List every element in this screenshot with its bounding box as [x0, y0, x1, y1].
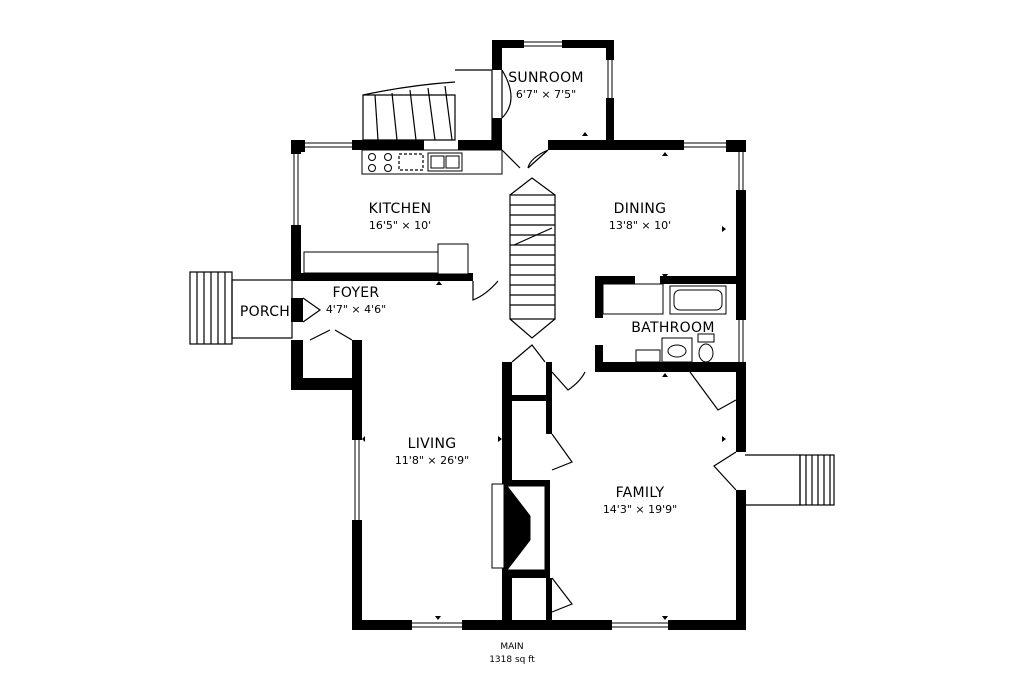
- room-name-dining: DINING: [614, 201, 667, 217]
- room-dims-sunroom: 6'7" × 7'5": [516, 88, 576, 101]
- room-dims-family: 14'3" × 19'9": [603, 503, 677, 516]
- level-area: 1318 sq ft: [489, 655, 535, 665]
- room-name-living: LIVING: [408, 436, 457, 452]
- doors: [302, 69, 737, 613]
- kitchen-counters: [303, 149, 503, 275]
- room-dims-living: 11'8" × 26'9": [395, 454, 469, 467]
- room-name-porch: PORCH: [240, 304, 290, 320]
- room-name-kitchen: KITCHEN: [369, 201, 432, 217]
- room-dims-dining: 13'8" × 10': [609, 219, 671, 232]
- interior-stairs: [509, 177, 556, 339]
- bathroom-fixtures: [602, 283, 727, 363]
- level-name: MAIN: [500, 642, 523, 652]
- room-dims-foyer: 4'7" × 4'6": [326, 303, 386, 316]
- room-name-bathroom: BATHROOM: [631, 320, 714, 336]
- windows: [291, 40, 746, 630]
- room-name-family: FAMILY: [616, 485, 665, 501]
- rear-stairs: [362, 69, 493, 141]
- room-dims-kitchen: 16'5" × 10': [369, 219, 431, 232]
- room-name-sunroom: SUNROOM: [508, 70, 584, 86]
- east-steps: [745, 454, 835, 506]
- fireplace: [505, 485, 546, 571]
- hearth: [491, 483, 505, 569]
- room-name-foyer: FOYER: [333, 285, 380, 301]
- wall-markers: [362, 132, 726, 620]
